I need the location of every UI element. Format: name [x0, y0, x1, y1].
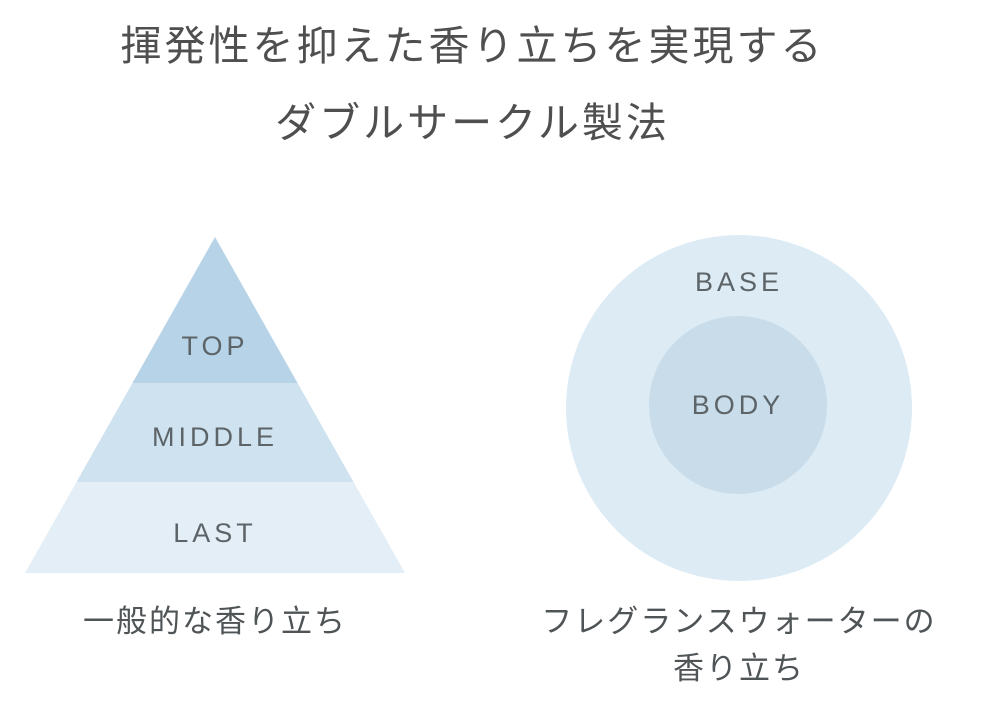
- pyramid-caption: 一般的な香り立ち: [25, 598, 405, 645]
- pyramid-caption-text: 一般的な香り立ち: [83, 604, 347, 639]
- double-circle-inner: BODY: [649, 316, 827, 494]
- double-circle-inner-label: BODY: [691, 389, 785, 420]
- page-title-line2: ダブルサークル製法: [275, 100, 670, 146]
- pyramid-level-last: LAST: [25, 482, 405, 573]
- fragrance-pyramid: TOP MIDDLE LAST: [25, 237, 405, 573]
- double-circle-outer-label: BASE: [694, 267, 784, 297]
- double-circle-caption-line2: 香り立ち: [673, 651, 805, 686]
- pyramid-level-top: TOP: [25, 237, 405, 383]
- pyramid-level-middle-label: MIDDLE: [151, 421, 278, 452]
- double-circle-outer: BASE BODY: [566, 235, 912, 581]
- page-title: 揮発性を抑えた香り立ちを実現する ダブルサークル製法: [0, 8, 945, 162]
- page-title-line1: 揮発性を抑えた香り立ちを実現する: [120, 23, 825, 69]
- double-circle-caption-line1: フレグランスウォーターの: [541, 604, 937, 639]
- pyramid-level-middle: MIDDLE: [25, 383, 405, 482]
- double-circle-caption: フレグランスウォーターの 香り立ち: [526, 598, 952, 692]
- pyramid-level-last-label: LAST: [173, 517, 257, 548]
- pyramid-level-top-label: TOP: [181, 331, 249, 361]
